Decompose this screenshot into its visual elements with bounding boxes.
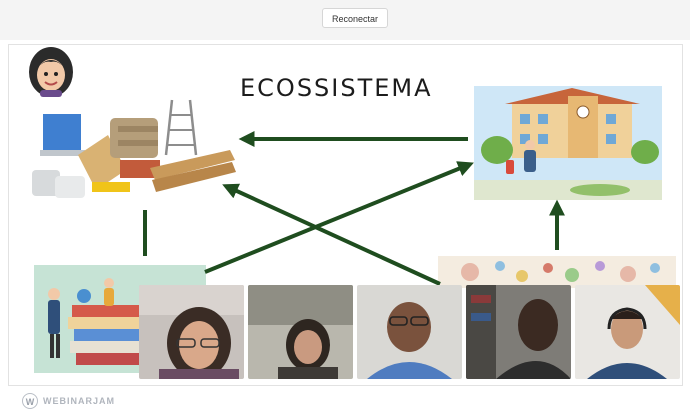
construction-materials-image: [32, 99, 236, 198]
arrow-to-materials: [222, 183, 441, 286]
school-building-image: [474, 86, 662, 200]
participant-video-tile[interactable]: [575, 285, 680, 379]
reconnect-button[interactable]: Reconectar: [322, 8, 389, 28]
participant-video-tile[interactable]: [357, 285, 462, 379]
footer-branding: W WEBINARJAM: [22, 392, 115, 410]
video-feed-icon: [248, 285, 353, 379]
music-notes-banner-image: [438, 256, 676, 288]
participant-video-tile[interactable]: [248, 285, 353, 379]
video-feed-icon: [575, 285, 680, 379]
teacher-avatar-image: [29, 47, 73, 97]
brand-name: WEBINARJAM: [43, 396, 115, 406]
arrow-to-school: [204, 161, 474, 274]
slide-title: ECOSSISTEMA: [240, 74, 433, 102]
video-feed-icon: [357, 285, 462, 379]
video-feed-icon: [466, 285, 571, 379]
video-feed-icon: [139, 285, 244, 379]
participant-video-tile[interactable]: [466, 285, 571, 379]
participant-video-strip: [139, 285, 680, 379]
participant-video-tile[interactable]: [139, 285, 244, 379]
webinarjam-logo-icon: W: [22, 393, 38, 409]
